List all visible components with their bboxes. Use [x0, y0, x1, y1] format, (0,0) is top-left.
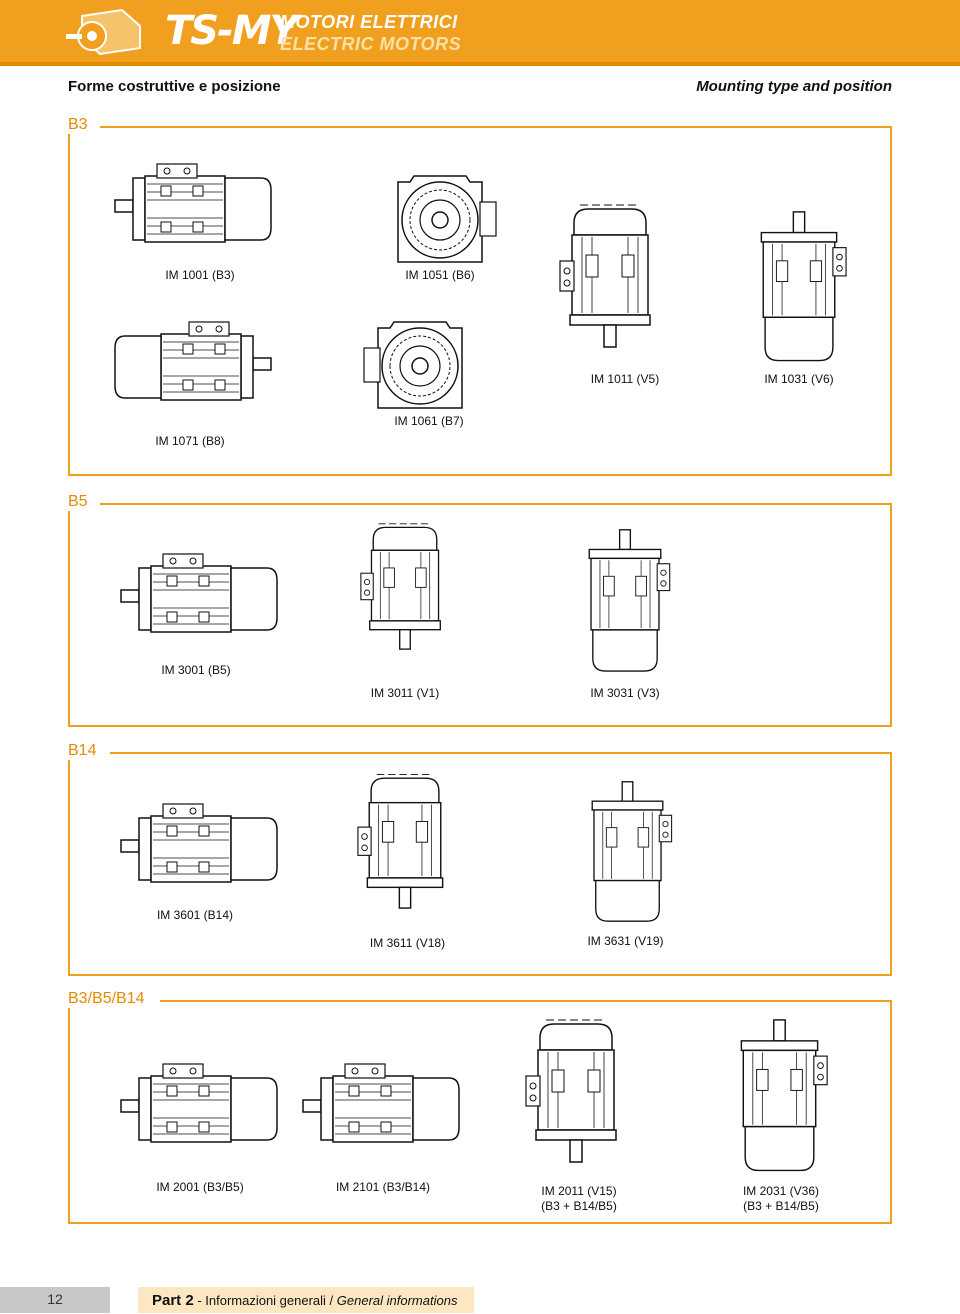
caption-im2011: IM 2011 (V15) [541, 1184, 617, 1198]
caption-im3001: IM 3001 (B5) [161, 663, 231, 677]
motor-b14-side-view-icon [118, 800, 280, 900]
header-underline [0, 62, 960, 66]
motor-b5-vertical-up-icon [565, 528, 685, 680]
motor-vertical-down-icon [555, 195, 665, 365]
caption-im1061: IM 1061 (B7) [394, 414, 464, 428]
caption-im2101: IM 2101 (B3/B14) [335, 1180, 431, 1194]
b3-frame [68, 126, 892, 476]
caption-im1051: IM 1051 (B6) [405, 268, 475, 282]
section-label-b14: B14 [68, 742, 101, 760]
header-bar [0, 0, 960, 62]
footer-part-label: Part 2 - Informazioni generali / General… [152, 1292, 457, 1309]
footer-separator: - [193, 1293, 206, 1308]
section-label-b5: B5 [68, 493, 92, 511]
caption-im1031: IM 1031 (V6) [764, 372, 834, 386]
footer-part-box [138, 1287, 474, 1313]
motor-front-view-icon [380, 172, 500, 272]
brand-line-italian: MOTORI ELETTRICI [280, 12, 458, 32]
motor-vertical-up-icon [744, 210, 854, 370]
b5-frame [68, 503, 892, 727]
motor-b14-vertical-down-icon [350, 765, 460, 925]
caption-im1001: IM 1001 (B3) [165, 268, 235, 282]
caption-im3611: IM 3611 (V18) [369, 936, 446, 950]
motor-b5-side-view-icon [118, 550, 280, 650]
motor-b5-vertical-down-icon [350, 515, 460, 665]
footer-page-bar [0, 1287, 110, 1313]
brand-name: TS-MY [165, 8, 298, 54]
caption-im3011: IM 3011 (V1) [370, 686, 440, 700]
page-title-italian: Forme costruttive e posizione [68, 78, 281, 95]
b14-frame [68, 752, 892, 976]
motor-b3b14-side-view-icon [300, 1060, 462, 1160]
caption-im1071: IM 1071 (B8) [155, 434, 225, 448]
motor-side-view-mirrored-icon [112, 318, 274, 418]
caption-im1011: IM 1011 (V5) [590, 372, 660, 386]
caption-im3031: IM 3031 (V3) [590, 686, 660, 700]
page-number: 12 [47, 1291, 63, 1307]
motor-logo-icon [66, 8, 141, 56]
b3b5b14-top-rule [160, 1000, 892, 1002]
b3-top-rule [100, 126, 892, 128]
motor-v36-vertical-up-icon [722, 1018, 837, 1180]
caption-im2031: IM 2031 (V36) [742, 1184, 820, 1198]
footer-part: Part 2 [152, 1292, 194, 1309]
motor-front-view-mirrored-icon [360, 318, 480, 418]
caption-im3601: IM 3601 (B14) [156, 908, 234, 922]
caption-im2031-sub: (B3 + B14/B5) [743, 1199, 819, 1213]
section-label-b3b5b14: B3/B5/B14 [68, 990, 149, 1008]
b3b5b14-frame [68, 1000, 892, 1224]
caption-im3631: IM 3631 (V19) [587, 934, 664, 948]
caption-im2001: IM 2001 (B3/B5) [156, 1180, 244, 1194]
motor-v15-vertical-down-icon [520, 1010, 632, 1180]
brand-line-english: ELECTRIC MOTORS [280, 34, 462, 54]
footer-text-it: Informazioni generali / [205, 1293, 337, 1308]
caption-im2011-sub: (B3 + B14/B5) [541, 1199, 617, 1213]
b14-top-rule [110, 752, 892, 754]
motor-side-view-icon [112, 160, 274, 260]
motor-b14-vertical-up-icon [570, 780, 685, 930]
section-label-b3: B3 [68, 116, 92, 134]
motor-b3b5-side-view-icon [118, 1060, 280, 1160]
b5-top-rule [100, 503, 892, 505]
page-title-english: Mounting type and position [696, 78, 892, 95]
footer-text-en: General informations [336, 1293, 458, 1308]
